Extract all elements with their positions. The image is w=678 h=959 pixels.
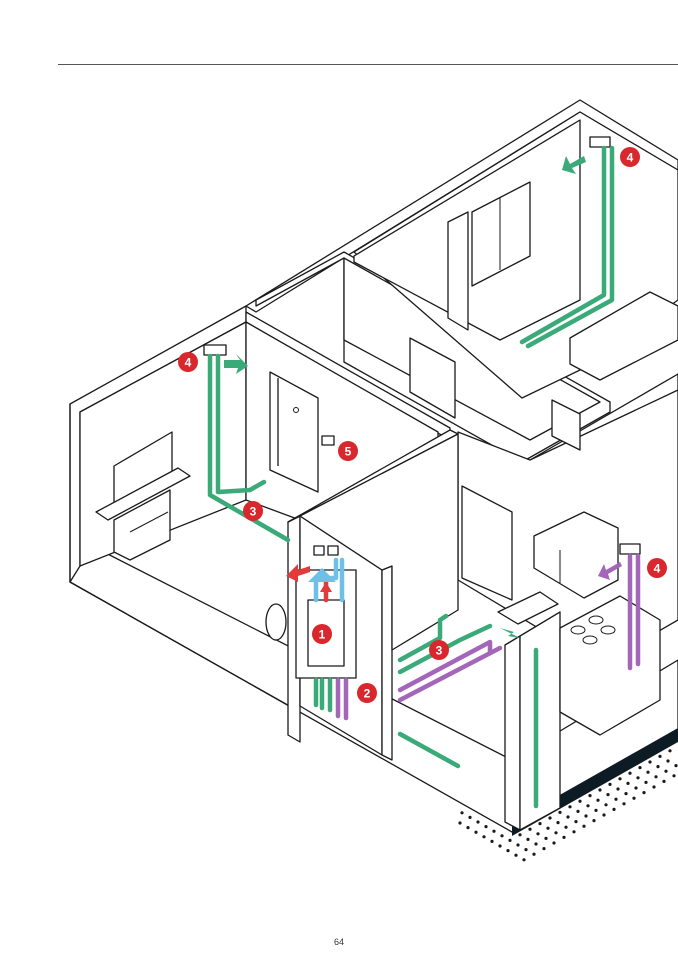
badge-1: 1 (312, 624, 332, 644)
kitchen-partition-front (504, 635, 521, 831)
badge-4-top: 4 (620, 147, 640, 167)
living-vent (203, 344, 227, 356)
arrow-kitchen-extract (598, 562, 622, 580)
arrow-duct-supply (500, 628, 520, 638)
badge-4-kitchen: 4 (647, 558, 667, 578)
tv-cabinet-drawers (129, 511, 169, 533)
wardrobe (447, 211, 469, 331)
extract-ducts (335, 553, 641, 721)
badge-label: 4 (185, 356, 192, 370)
badge-4-living: 4 (178, 352, 198, 372)
grille-left (313, 545, 325, 556)
bedroom-vent (589, 136, 611, 148)
bed (569, 291, 678, 381)
arrow-cold-in (308, 568, 336, 582)
kitchen-partition-face (519, 611, 561, 831)
airflow-arrows (224, 156, 622, 638)
supply-ducts (207, 145, 615, 809)
badge-label: 5 (345, 445, 352, 459)
hall-door (269, 371, 319, 493)
badge-3-bath: 3 (429, 640, 449, 660)
wall-controller (321, 435, 335, 446)
badge-label: 1 (319, 628, 326, 642)
far-door (551, 399, 581, 451)
badge-5: 5 (338, 441, 358, 461)
page-number: 64 (333, 937, 344, 947)
bathroom-inner-wall (299, 433, 459, 651)
badge-label: 4 (627, 151, 634, 165)
upper-cabinets (533, 511, 619, 599)
badge-2: 2 (357, 683, 377, 703)
bedroom-window (471, 181, 531, 287)
stove-burners (570, 615, 616, 645)
tv-cabinet (113, 489, 171, 561)
back-outer-wall (245, 99, 678, 313)
badge-label: 3 (436, 644, 443, 658)
badge-label: 3 (250, 505, 257, 519)
door-handle (293, 407, 299, 413)
header-rule (58, 64, 678, 65)
middle-door (409, 337, 456, 419)
arrow-living-supply (224, 354, 248, 374)
badge-label: 2 (364, 687, 371, 701)
tv-cabinet-top (95, 467, 191, 521)
badge-label: 4 (654, 562, 661, 576)
arrow-red-up (320, 582, 332, 592)
kitchen-partition-top (504, 611, 561, 646)
left-wall-edge (69, 404, 301, 713)
bathroom-door (461, 485, 513, 601)
kitchen-vent (619, 543, 641, 555)
washer-box (497, 591, 559, 625)
toilet (265, 603, 287, 641)
bathroom-side (381, 565, 393, 761)
arrow-bedroom-supply (562, 156, 586, 174)
grille-right (327, 545, 339, 556)
badge-3-living: 3 (243, 501, 263, 521)
arrow-hot-out (286, 564, 310, 582)
